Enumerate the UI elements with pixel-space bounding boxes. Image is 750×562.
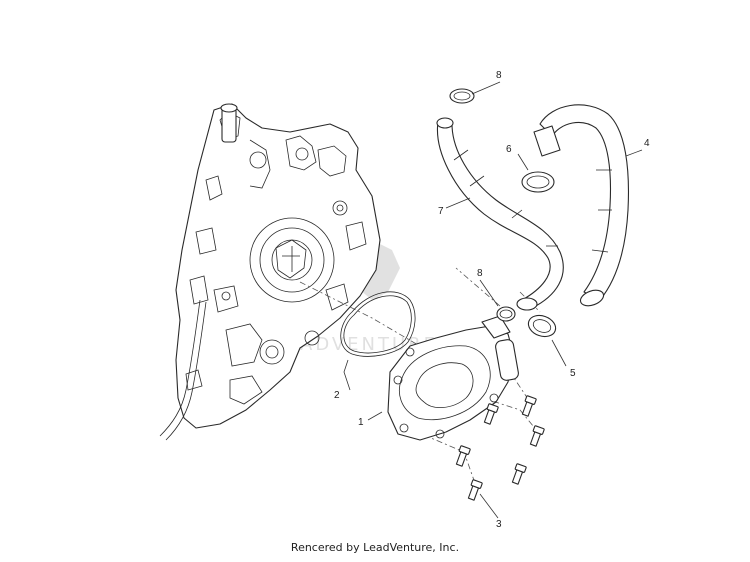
part-1-water-pump-cover (387, 315, 519, 441)
footer-credit: Rencered by LeadVenture, Inc. (290, 541, 460, 554)
part-7-hose (436, 117, 564, 311)
part-8-clamp-mid (496, 306, 516, 322)
part-6-clamp (521, 171, 555, 193)
callout-1: 1 (358, 417, 364, 428)
part-2-o-ring (340, 291, 416, 357)
watermark-text: ADVENTURE (300, 334, 438, 355)
callout-2: 2 (334, 390, 340, 401)
part-4-hose (533, 104, 629, 307)
engine-crankcase (159, 103, 381, 441)
part-5-clamp (527, 314, 557, 338)
callout-3: 3 (496, 519, 502, 530)
part-8-clamp-top (449, 88, 475, 104)
callout-5: 5 (570, 368, 576, 379)
leader-lines (343, 81, 643, 519)
callout-8-top: 8 (496, 70, 502, 81)
callout-7: 7 (438, 206, 444, 217)
callout-4: 4 (644, 138, 650, 149)
part-3-bolts (455, 395, 545, 501)
callout-6: 6 (506, 144, 512, 155)
callout-8-mid: 8 (477, 268, 483, 279)
